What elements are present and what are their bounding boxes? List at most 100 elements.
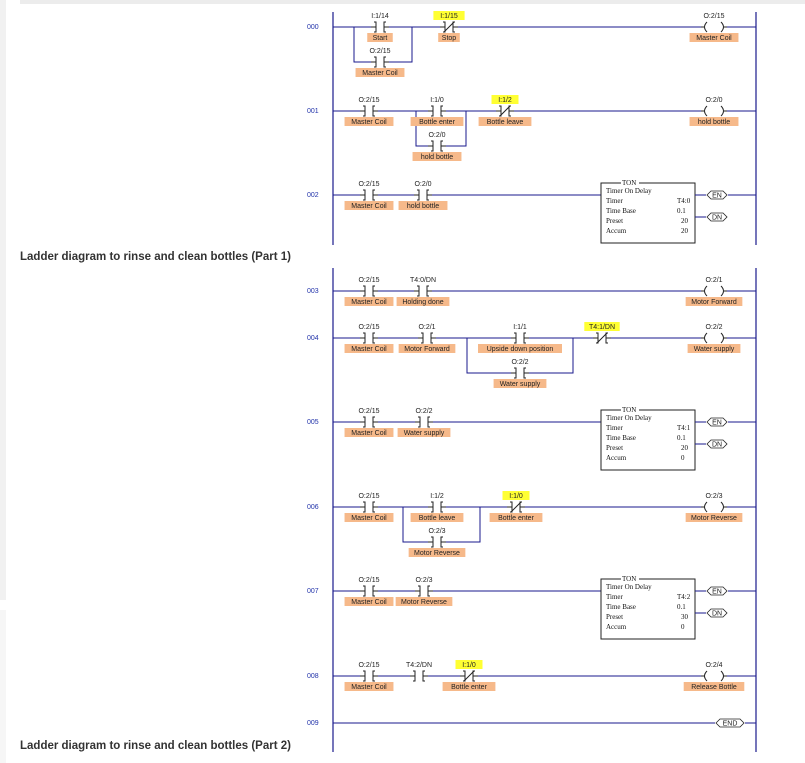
rung-005-contact-1-address: O:2/2 <box>415 408 432 415</box>
rung-000-output-tag-bg <box>689 33 739 42</box>
rung-004-contact-1-tag-bg <box>398 344 456 353</box>
rung-007-contact-0-tag-bg <box>344 597 394 606</box>
rung-002-contact-1-bar-right <box>426 189 429 201</box>
rung-001-contact-1-tag-bg <box>410 117 464 126</box>
rung-001-branch-0-bar-left <box>431 140 434 152</box>
rung-001-contact-0-contact-symbol <box>360 105 378 117</box>
rung-002-contact-0-contact-symbol <box>360 189 378 201</box>
rung-002-contact-1-tag-bg <box>398 201 448 210</box>
rung-005-timer-value: T4:1 <box>677 424 691 432</box>
rung-005-contact-0-contact-symbol <box>360 416 378 428</box>
rung-001-contact-0-gap <box>360 107 378 115</box>
rung-004-branch-0-tag-bg <box>493 379 547 388</box>
rung-003-number: 003 <box>307 288 319 295</box>
rung-004-output-arc-right <box>720 332 724 344</box>
rung-002-contact-0-gap <box>360 191 378 199</box>
rung-008-contact-1-bar-left <box>413 670 416 682</box>
rung-000-branch-0-contact-symbol <box>371 56 389 68</box>
rung-009-end-bg <box>715 718 745 728</box>
rung-006-contact-2-contact-symbol <box>507 501 525 513</box>
rung-008-output-tag: Release Bottle <box>691 684 737 691</box>
rung-008-contact-2-tag-bg <box>442 682 496 691</box>
rung-003-output-coil-symbol <box>701 285 727 297</box>
rung-000-output-address: O:2/15 <box>703 13 724 20</box>
rung-003-contact-0-contact-symbol <box>360 285 378 297</box>
rung-005-contact-0-bar-left <box>363 416 366 428</box>
rung-004-output-arc-left <box>704 332 708 344</box>
rung-001-contact-1-bar-right <box>440 105 443 117</box>
rung-003-output-arc-right <box>720 285 724 297</box>
rung-000-contact-0-gap <box>371 23 389 31</box>
rung-007-accum-value: 0 <box>681 623 685 631</box>
rung-002-preset-label: Preset <box>606 217 623 225</box>
rung-004-contact-0-contact-symbol <box>360 332 378 344</box>
rung-004-branch-0-bar-right <box>523 367 526 379</box>
rung-002-accum-value: 20 <box>681 227 689 235</box>
rung-007-timer-name-bg <box>621 575 639 583</box>
rung-004-output-gap <box>701 334 727 342</box>
rung-005-contact-1-tag-bg <box>397 428 451 437</box>
rung-005-preset-value: 20 <box>681 444 689 452</box>
rung-003-contact-1-address: T4:0/DN <box>410 277 436 284</box>
rung-005-timebase-label: Time Base <box>606 434 636 442</box>
rung-001-output-arc-right <box>720 105 724 117</box>
rung-004-contact-0-bar-left <box>363 332 366 344</box>
rung-005-timer-box <box>600 409 696 471</box>
rung-003-contact-0-tag: Master Coil <box>351 299 387 306</box>
rung-004-number: 004 <box>307 335 319 342</box>
rung-006-contact-2-nc-slash <box>510 501 522 513</box>
rung-007-contact-1-tag-bg <box>395 597 453 606</box>
rung-005-contact-1-bar-left <box>418 416 421 428</box>
rung-006-branch-0-bar-left <box>431 536 434 548</box>
rung-008-contact-2-addr-highlight <box>455 660 483 669</box>
rung-005-contact-0-bar-right <box>372 416 375 428</box>
rung-005-accum-label: Accum <box>606 454 627 462</box>
rung-006-output-coil-symbol <box>701 501 727 513</box>
rung-005-dn-label: DN <box>712 442 722 449</box>
rung-000-branch-0-gap <box>371 58 389 66</box>
rung-005-contact-1-bar-right <box>427 416 430 428</box>
rung-004-contact-1-contact-symbol <box>418 332 436 344</box>
rung-007-contact-0-bar-right <box>372 585 375 597</box>
rung-005-contact-0-tag: Master Coil <box>351 430 387 437</box>
rung-006-contact-1-tag: Bottle leave <box>419 515 456 522</box>
rung-001-contact-2-tag-bg <box>478 117 532 126</box>
rung-004-contact-2-bar-right <box>523 332 526 344</box>
rung-002-contact-0-address: O:2/15 <box>358 181 379 188</box>
rung-006-contact-1-tag-bg <box>410 513 464 522</box>
rung-005-dn-bg <box>706 439 728 449</box>
rung-003-contact-0-address: O:2/15 <box>358 277 379 284</box>
rung-008-contact-1-gap <box>410 672 428 680</box>
rung-000-contact-1-address: I:1/15 <box>440 13 458 20</box>
rung-004-contact-3-address: T4:1/DN <box>589 324 615 331</box>
rung-005-number: 005 <box>307 419 319 426</box>
rung-005-en-label: EN <box>712 420 722 427</box>
rung-003-output-gap <box>701 287 727 295</box>
page-top-border <box>20 0 805 4</box>
rung-008-contact-2-address: I:1/0 <box>462 662 476 669</box>
rung-005-contact-1-tag: Water supply <box>404 430 445 437</box>
rung-002-timebase-value: 0.1 <box>677 207 686 215</box>
rung-000-output-arc-left <box>704 21 708 33</box>
rung-005-timer-name: TON <box>622 406 636 414</box>
rung-005-contact-0-tag-bg <box>344 428 394 437</box>
rung-007-preset-label: Preset <box>606 613 623 621</box>
rung-001-branch-0-address: O:2/0 <box>428 132 445 139</box>
rung-004-contact-2-address: I:1/1 <box>513 324 527 331</box>
rung-001-number: 001 <box>307 108 319 115</box>
rung-007-timer-value: T4:2 <box>677 593 691 601</box>
rung-007-contact-0-gap <box>360 587 378 595</box>
rung-000-contact-1-contact-symbol <box>440 21 458 33</box>
rung-004-branch-0-contact-symbol <box>511 367 529 379</box>
rung-007-timer-box <box>600 578 696 640</box>
rung-001-contact-2-nc-slash <box>499 105 511 117</box>
rung-007-timer-title: Timer On Delay <box>606 583 652 591</box>
rung-002-contact-1-tag: hold bottle <box>407 203 439 210</box>
rung-003-contact-0-tag-bg <box>344 297 394 306</box>
rung-004-branch-0-address: O:2/2 <box>511 359 528 366</box>
rung-002-dn-label: DN <box>712 215 722 222</box>
rung-002-contact-1-bar-left <box>417 189 420 201</box>
rung-008-contact-2-nc-slash <box>463 670 475 682</box>
rung-003-output-tag: Motor Forward <box>691 299 737 306</box>
rung-005-en-shape <box>706 417 728 427</box>
